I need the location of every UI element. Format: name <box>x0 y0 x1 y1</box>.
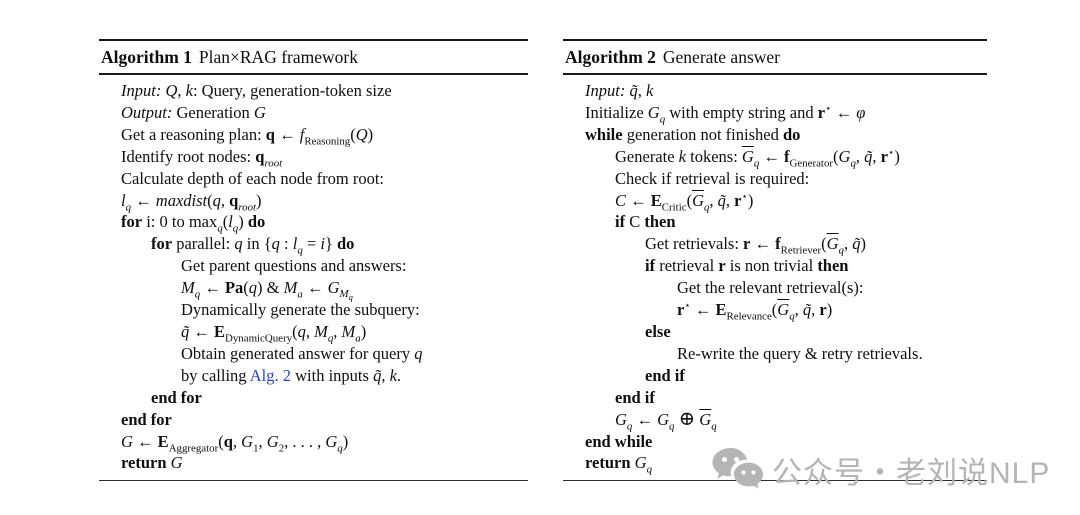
algorithm-1-body: Input: Q, k: Query, generation-token siz… <box>99 75 528 482</box>
algo-line: G ← EAggregator(q, G1, G2, . . . , Gq) <box>121 431 349 454</box>
algo-line: q̃ ← EDynamicQuery(q, Mq, Ma) <box>181 321 367 345</box>
algo-line: return G <box>121 453 183 473</box>
algo-line: end if <box>615 387 655 407</box>
algo-line: else <box>645 321 671 341</box>
watermark: 公众号・老刘说NLP <box>710 444 1050 496</box>
algo-line: Mq ← Pa(q) & Ma ← GMq <box>181 278 353 303</box>
algo-line: Identify root nodes: qroot <box>121 146 283 170</box>
algo-line: Get retrievals: r ← fRetriever(Gq, q̃) <box>645 234 866 257</box>
algorithm-2-label: Algorithm 2 <box>565 47 656 67</box>
algo-line: Input: Q, k: Query, generation-token siz… <box>121 81 392 100</box>
wechat-icon <box>712 448 763 489</box>
algo-line: Re-write the query & retry retrievals. <box>677 343 923 363</box>
watermark-text: 公众号・老刘说NLP <box>772 457 1051 490</box>
algo-line: for parallel: q in {q : lq = i} do <box>151 234 355 257</box>
algo-line: Gq ← Gq ⊕ Gq <box>615 407 717 432</box>
algo-line: Obtain generated answer for query q <box>181 343 423 363</box>
algorithm-2-header: Algorithm 2 Generate answer <box>563 41 987 75</box>
algo-line: Calculate depth of each node from root: <box>121 168 384 188</box>
algo-line: end for <box>151 387 202 407</box>
algo-line: by calling Alg. 2 with inputs q̃, k. <box>181 365 402 385</box>
algo-line: Output: Generation G <box>121 102 266 122</box>
algo-line: Check if retrieval is required: <box>615 168 810 188</box>
algo-line: end while <box>585 431 653 451</box>
algorithm-2-body: Input: q̃, k Initialize Gq with empty str… <box>563 75 987 482</box>
algo-line: end for <box>121 409 172 429</box>
algo-line: Generate k tokens: Gq ← fGenerator(Gq, q… <box>615 146 900 170</box>
algo-line: Input: q̃, k <box>585 81 654 100</box>
algo-line: C ← ECritic(Gq, q̃, r⋆) <box>615 190 754 213</box>
algo-line: Get parent questions and answers: <box>181 256 407 276</box>
algo-line: Get a reasoning plan: q ← fReasoning(Q) <box>121 124 374 148</box>
algo-line: return Gq <box>585 453 653 476</box>
algo-line: while generation not finished do <box>585 124 801 144</box>
algorithm-1-box: Algorithm 1 Plan×RAG framework Input: Q, … <box>99 39 528 482</box>
algo-line: lq ← maxdist(q, qroot) <box>121 190 262 213</box>
algo-line: Initialize Gq with empty string and r⋆ ←… <box>585 102 866 126</box>
algorithm-1-label: Algorithm 1 <box>101 47 192 67</box>
alg-2-reference-link[interactable]: Alg. 2 <box>249 365 291 385</box>
algo-line: Dynamically generate the subquery: <box>181 300 420 320</box>
algo-line: r⋆ ← ERelevance(Gq, q̃, r) <box>677 300 833 323</box>
algorithm-2-title: Generate answer <box>662 47 780 67</box>
algorithm-1-title: Plan×RAG framework <box>198 47 358 67</box>
algo-line: if C then <box>615 212 676 232</box>
algo-line: Get the relevant retrieval(s): <box>677 278 864 298</box>
algorithm-1-header: Algorithm 1 Plan×RAG framework <box>99 41 528 75</box>
algo-line: end if <box>645 365 685 385</box>
algo-line: for i: 0 to maxq(lq) do <box>121 212 266 235</box>
algo-line: if retrieval r is non trivial then <box>645 256 849 276</box>
